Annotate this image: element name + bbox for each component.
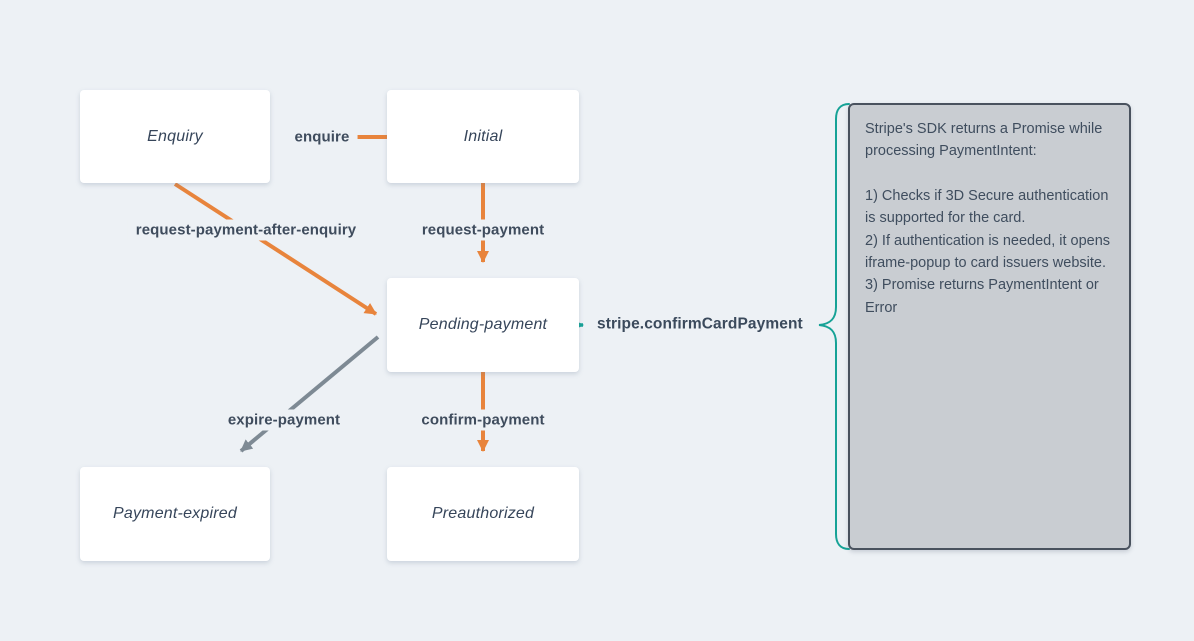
stripe-sdk-note: Stripe's SDK returns a Promise while pro… [848, 103, 1131, 550]
arrow-expire-payment [239, 335, 380, 453]
state-payment-expired-label: Payment-expired [113, 505, 237, 522]
transition-label-request-payment-after-enquiry: request-payment-after-enquiry [127, 219, 365, 241]
state-pending-payment: Pending-payment [387, 278, 579, 372]
stripe-confirm-card-payment-label: stripe.confirmCardPayment [597, 315, 803, 333]
curly-brace [818, 103, 850, 550]
state-preauthorized-label: Preauthorized [431, 505, 535, 522]
transition-label-expire-payment: expire-payment [219, 409, 349, 431]
note-item-3: 3) Promise returns PaymentIntent or Erro… [865, 277, 1099, 316]
note-intro: Stripe's SDK returns a Promise while pro… [865, 121, 1103, 160]
note-item-1: 1) Checks if 3D Secure authentication is… [865, 187, 1109, 227]
state-initial: Initial [387, 90, 579, 183]
transition-label-request-payment: request-payment [413, 219, 553, 241]
note-spacer [865, 163, 1114, 185]
state-enquiry-label: Enquiry [147, 127, 203, 145]
note-item-2: 2) If authentication is needed, it opens… [865, 232, 1111, 272]
state-initial-label: Initial [463, 127, 503, 145]
state-enquiry: Enquiry [80, 90, 270, 183]
state-pending-payment-label: Pending-payment [418, 316, 548, 333]
arrow-request-payment-after-enquiry [173, 182, 378, 316]
transition-label-confirm-payment: confirm-payment [413, 409, 553, 431]
state-payment-expired: Payment-expired [80, 467, 270, 561]
state-preauthorized: Preauthorized [387, 467, 579, 561]
transition-label-enquire: enquire [286, 126, 358, 148]
